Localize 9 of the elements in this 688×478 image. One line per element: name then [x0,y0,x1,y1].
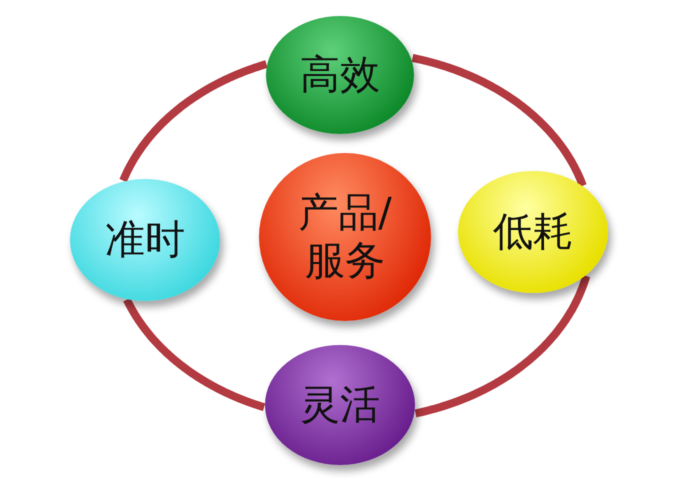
ring-connector [414,274,590,418]
ring-connector [410,54,587,188]
node-label: 准时 [105,216,185,264]
ring-connector [119,60,269,184]
node-label: 低耗 [493,208,573,256]
node-label: 高效 [300,51,380,99]
ring-connector [123,296,266,412]
node-label: 灵活 [300,381,380,429]
node-label: 产品/服务 [297,189,393,285]
